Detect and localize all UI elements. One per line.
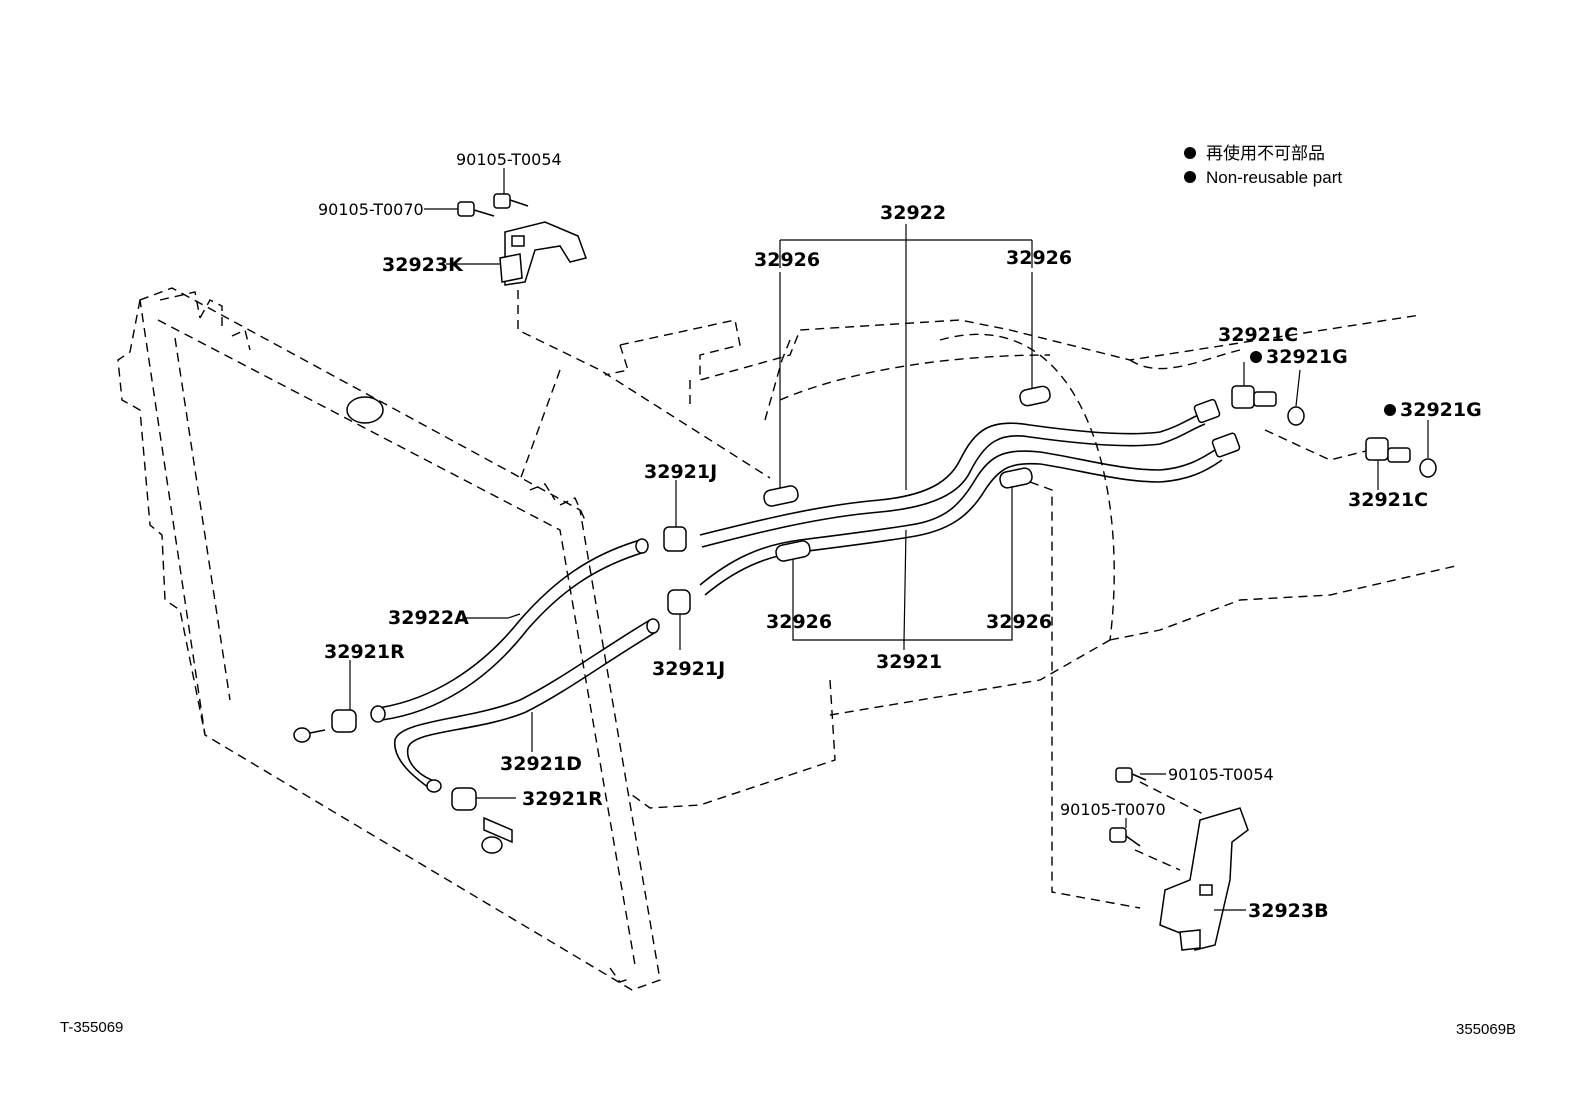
label-hose-a[interactable]: 32922A bbox=[388, 607, 469, 629]
clamps bbox=[293, 526, 691, 854]
label-bracket-top[interactable]: 32923K bbox=[382, 254, 464, 276]
label-hose-d[interactable]: 32921D bbox=[500, 753, 582, 775]
label-tube-upper[interactable]: 32922 bbox=[880, 202, 946, 224]
legend-jp: 再使用不可部品 bbox=[1206, 143, 1325, 163]
diagram-code-right: 355069B bbox=[1456, 1021, 1516, 1038]
cooler-tubes bbox=[699, 398, 1241, 596]
label-clamp-r1[interactable]: 32921R bbox=[324, 641, 405, 663]
engine-outline bbox=[604, 314, 1461, 809]
radiator-outline bbox=[117, 287, 661, 991]
brackets bbox=[499, 221, 1249, 951]
label-bracket-bottom[interactable]: 32923B bbox=[1248, 900, 1329, 922]
label-fitting-c1[interactable]: 32921C bbox=[1218, 324, 1298, 346]
fittings bbox=[1231, 385, 1437, 478]
label-tube-lower[interactable]: 32921 bbox=[876, 651, 942, 673]
label-grommet-lr[interactable]: 32926 bbox=[986, 611, 1052, 633]
non-reusable-dot-icon bbox=[1384, 404, 1396, 416]
label-clamp-j1[interactable]: 32921J bbox=[644, 461, 717, 483]
label-grommet-ll[interactable]: 32926 bbox=[766, 611, 832, 633]
label-clamp-j2[interactable]: 32921J bbox=[652, 658, 725, 680]
non-reusable-dot-icon bbox=[1184, 171, 1196, 183]
grommets bbox=[763, 385, 1051, 562]
label-bolt-top-1[interactable]: 90105-T0054 bbox=[456, 150, 562, 169]
non-reusable-dot-icon bbox=[1184, 147, 1196, 159]
hoses bbox=[370, 538, 660, 793]
legend: 再使用不可部品 Non-reusable part bbox=[1184, 143, 1342, 187]
part-labels: 90105-T0054 90105-T0070 32923K 32922 329… bbox=[318, 150, 1482, 922]
label-bolt-bottom-1[interactable]: 90105-T0054 bbox=[1168, 765, 1274, 784]
leader-lines bbox=[349, 168, 1429, 911]
label-grommet-ul[interactable]: 32926 bbox=[754, 249, 820, 271]
label-gasket-g2[interactable]: 32921G bbox=[1400, 399, 1482, 421]
non-reusable-dot-icon bbox=[1250, 351, 1262, 363]
label-bolt-bottom-2[interactable]: 90105-T0070 bbox=[1060, 800, 1166, 819]
label-grommet-ur[interactable]: 32926 bbox=[1006, 247, 1072, 269]
legend-en: Non-reusable part bbox=[1206, 168, 1342, 187]
label-clamp-r2[interactable]: 32921R bbox=[522, 788, 603, 810]
reference-lines bbox=[517, 290, 1371, 909]
label-bolt-top-2[interactable]: 90105-T0070 bbox=[318, 200, 424, 219]
label-fitting-c2[interactable]: 32921C bbox=[1348, 489, 1428, 511]
bolts bbox=[457, 193, 1147, 847]
label-gasket-g1[interactable]: 32921G bbox=[1266, 346, 1348, 368]
diagram-code-left: T-355069 bbox=[60, 1019, 123, 1036]
